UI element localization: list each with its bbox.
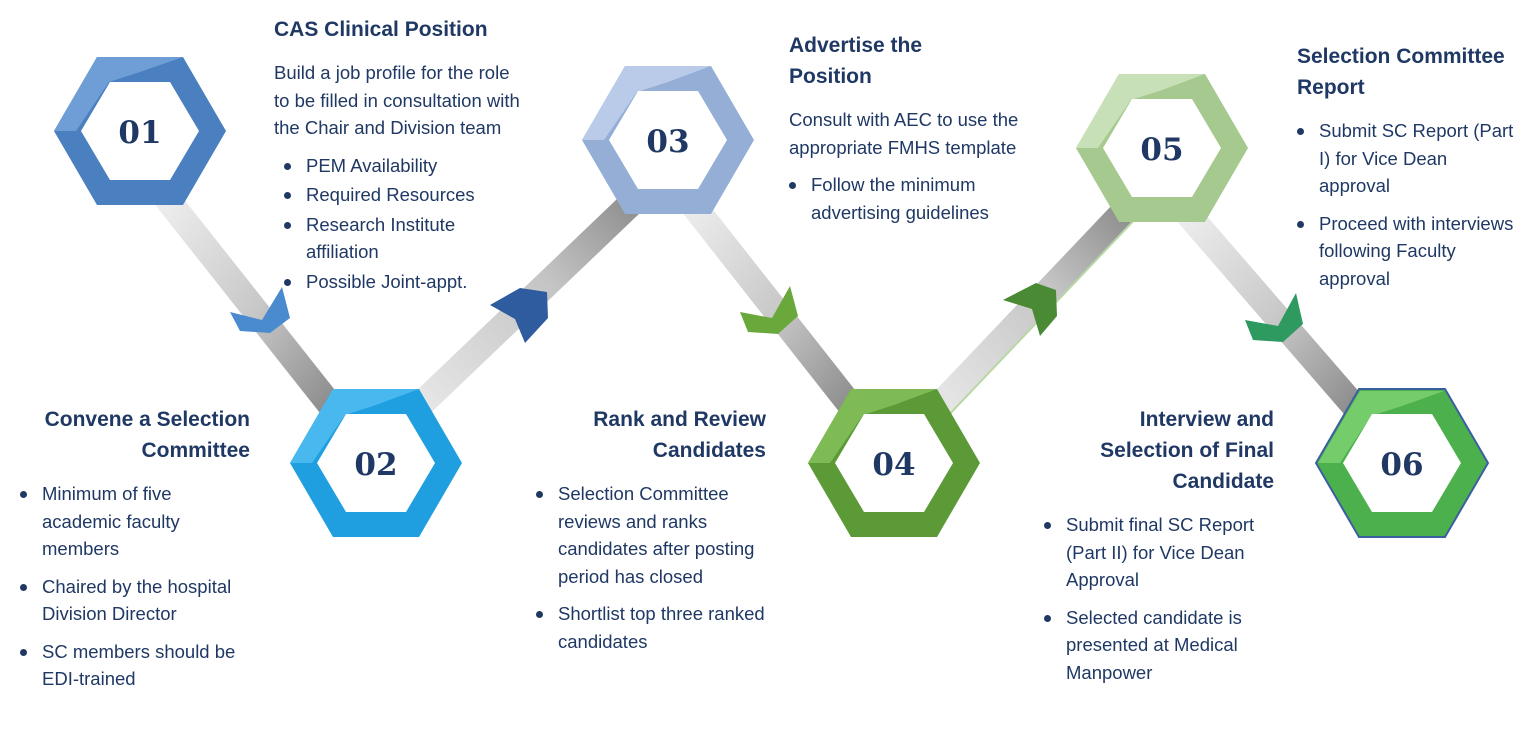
step-03-title: Advertise the Position [789,34,923,88]
list-item: Minimum of five academic faculty members [20,480,250,563]
arrow-down-3 [740,286,798,334]
arrow-up-4 [1003,283,1057,336]
step-03-text: Advertise the Position Consult with AEC … [789,30,1029,236]
list-item: Chaired by the hospital Division Directo… [20,573,250,628]
step-03-bullets: Follow the minimum advertising guideline… [789,171,1029,226]
hexagon-05: 05 [1076,74,1248,222]
list-item: PEM Availability [284,152,524,180]
list-item: Follow the minimum advertising guideline… [789,171,1029,226]
step-05-bullets: Submit SC Report (Part I) for Vice Dean … [1297,117,1522,292]
step-01-description: Build a job profile for the role to be f… [274,62,520,138]
step-01-title: CAS Clinical Position [274,18,488,41]
step-03-description: Consult with AEC to use the appropriate … [789,109,1019,158]
list-item: Research Institute affiliation [284,211,524,266]
step-number-03: 03 [646,124,689,160]
connector-05-06 [1170,196,1385,439]
step-01-text: CAS Clinical Position Build a job profil… [274,14,524,297]
arrows [230,283,1303,343]
step-number-02: 02 [354,447,397,483]
hexagon-04: 04 [808,389,980,537]
step-06-text: Interview and Selection of Final Candida… [1044,404,1274,696]
list-item: Shortlist top three ranked candidates [536,600,766,655]
step-04-title: Rank and Review Candidates [593,408,766,462]
step-04-bullets: Selection Committee reviews and ranks ca… [536,480,766,655]
hexagon-06: 06 [1314,388,1490,538]
list-item: Possible Joint-appt. [284,268,524,296]
step-04-text: Rank and Review Candidates Selection Com… [536,404,766,665]
list-item: Selection Committee reviews and ranks ca… [536,480,766,590]
list-item: Proceed with interviews following Facult… [1297,210,1522,293]
step-06-bullets: Submit final SC Report (Part II) for Vic… [1044,511,1274,686]
step-01-bullets: PEM Availability Required Resources Rese… [284,152,524,296]
step-02-title: Convene a Selection Committee [44,408,250,462]
step-number-06: 06 [1380,447,1423,483]
hexagon-02: 02 [290,389,462,537]
step-number-04: 04 [872,447,915,483]
step-02-bullets: Minimum of five academic faculty members… [20,480,250,693]
list-item: Required Resources [284,181,524,209]
list-item: SC members should be EDI-trained [20,638,250,693]
list-item: Selected candidate is presented at Medic… [1044,604,1274,687]
hexagon-03: 03 [582,66,754,214]
connector-01-02 [149,181,361,439]
arrow-down-5 [1245,293,1303,342]
step-number-01: 01 [118,115,161,151]
step-02-text: Convene a Selection Committee Minimum of… [20,404,250,703]
arrow-up-2 [490,288,548,343]
step-05-text: Selection Committee Report Submit SC Rep… [1297,41,1522,302]
step-number-05: 05 [1140,132,1183,168]
step-06-title: Interview and Selection of Final Candida… [1100,408,1274,493]
arrow-down-1 [230,287,290,333]
list-item: Submit final SC Report (Part II) for Vic… [1044,511,1274,594]
list-item: Submit SC Report (Part I) for Vice Dean … [1297,117,1522,200]
hexagon-01: 01 [54,57,226,205]
step-05-title: Selection Committee Report [1297,45,1505,99]
